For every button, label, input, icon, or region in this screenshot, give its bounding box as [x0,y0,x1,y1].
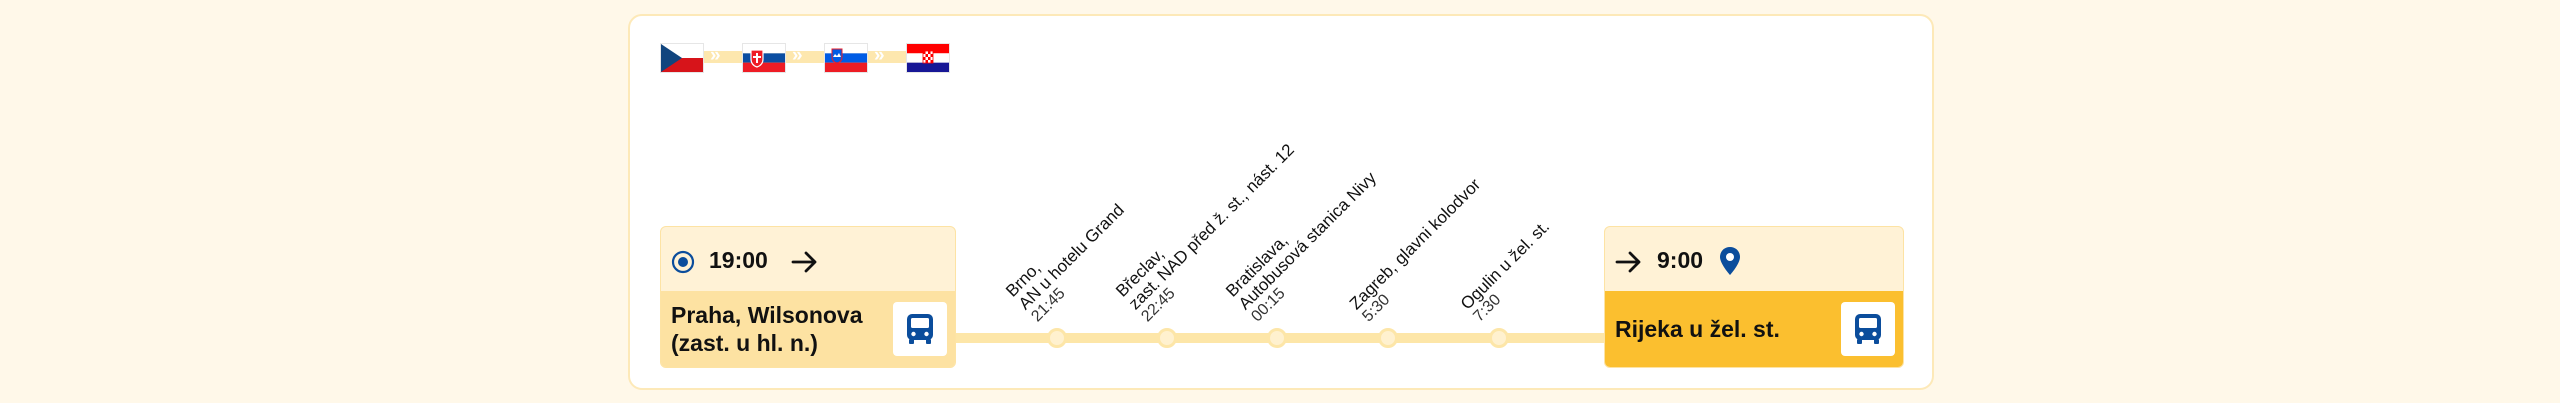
arrival-header: 9:00 [1605,227,1903,293]
chevron-right-icon: » [710,45,720,66]
stop-dot [1047,328,1067,348]
flag-si-icon [824,43,868,73]
flag-sk-icon [742,43,786,73]
departure-station-line2: (zast. u hl. n.) [671,330,818,356]
stop-dot [1267,328,1287,348]
country-flags: » » » [660,40,950,74]
flag-connector [690,51,918,63]
departure-station-name: Praha, Wilsonova (zast. u hl. n.) [671,301,863,357]
bus-badge [893,302,947,356]
departure-time: 19:00 [709,247,768,273]
departure-stop[interactable]: 19:00 Praha, Wilsonova (zast. u hl. n.) [660,226,956,368]
stop-label-brno: Brno, AN u hotelu Grand 21:45 [1002,188,1141,326]
departure-station-box: Praha, Wilsonova (zast. u hl. n.) [661,291,955,367]
arrival-station-box: Rijeka u žel. st. [1605,291,1903,367]
flag-cz-icon [660,43,704,73]
flag-hr-icon [906,43,950,73]
route-card: » » » [628,14,1934,390]
bus-badge [1841,302,1895,356]
arrival-station-name: Rijeka u žel. st. [1615,316,1780,342]
stop-label-ogulin: Ogulin u žel. st. 7:30 [1457,217,1566,326]
arrow-right-icon [791,251,817,273]
departure-point-icon [671,250,695,274]
bus-icon [1855,314,1881,344]
chevron-right-icon: » [792,45,802,66]
stop-dot [1157,328,1177,348]
stop-dot [1378,328,1398,348]
bus-icon [907,314,933,344]
arrival-stop[interactable]: 9:00 Rijeka u žel. st. [1604,226,1904,368]
departure-station-line1: Praha, Wilsonova [671,302,863,328]
arrow-right-icon [1615,251,1641,273]
arrival-time: 9:00 [1657,247,1704,273]
chevron-right-icon: » [874,45,884,66]
stop-dot [1489,328,1509,348]
departure-header: 19:00 [661,227,955,293]
location-pin-icon [1720,247,1740,275]
